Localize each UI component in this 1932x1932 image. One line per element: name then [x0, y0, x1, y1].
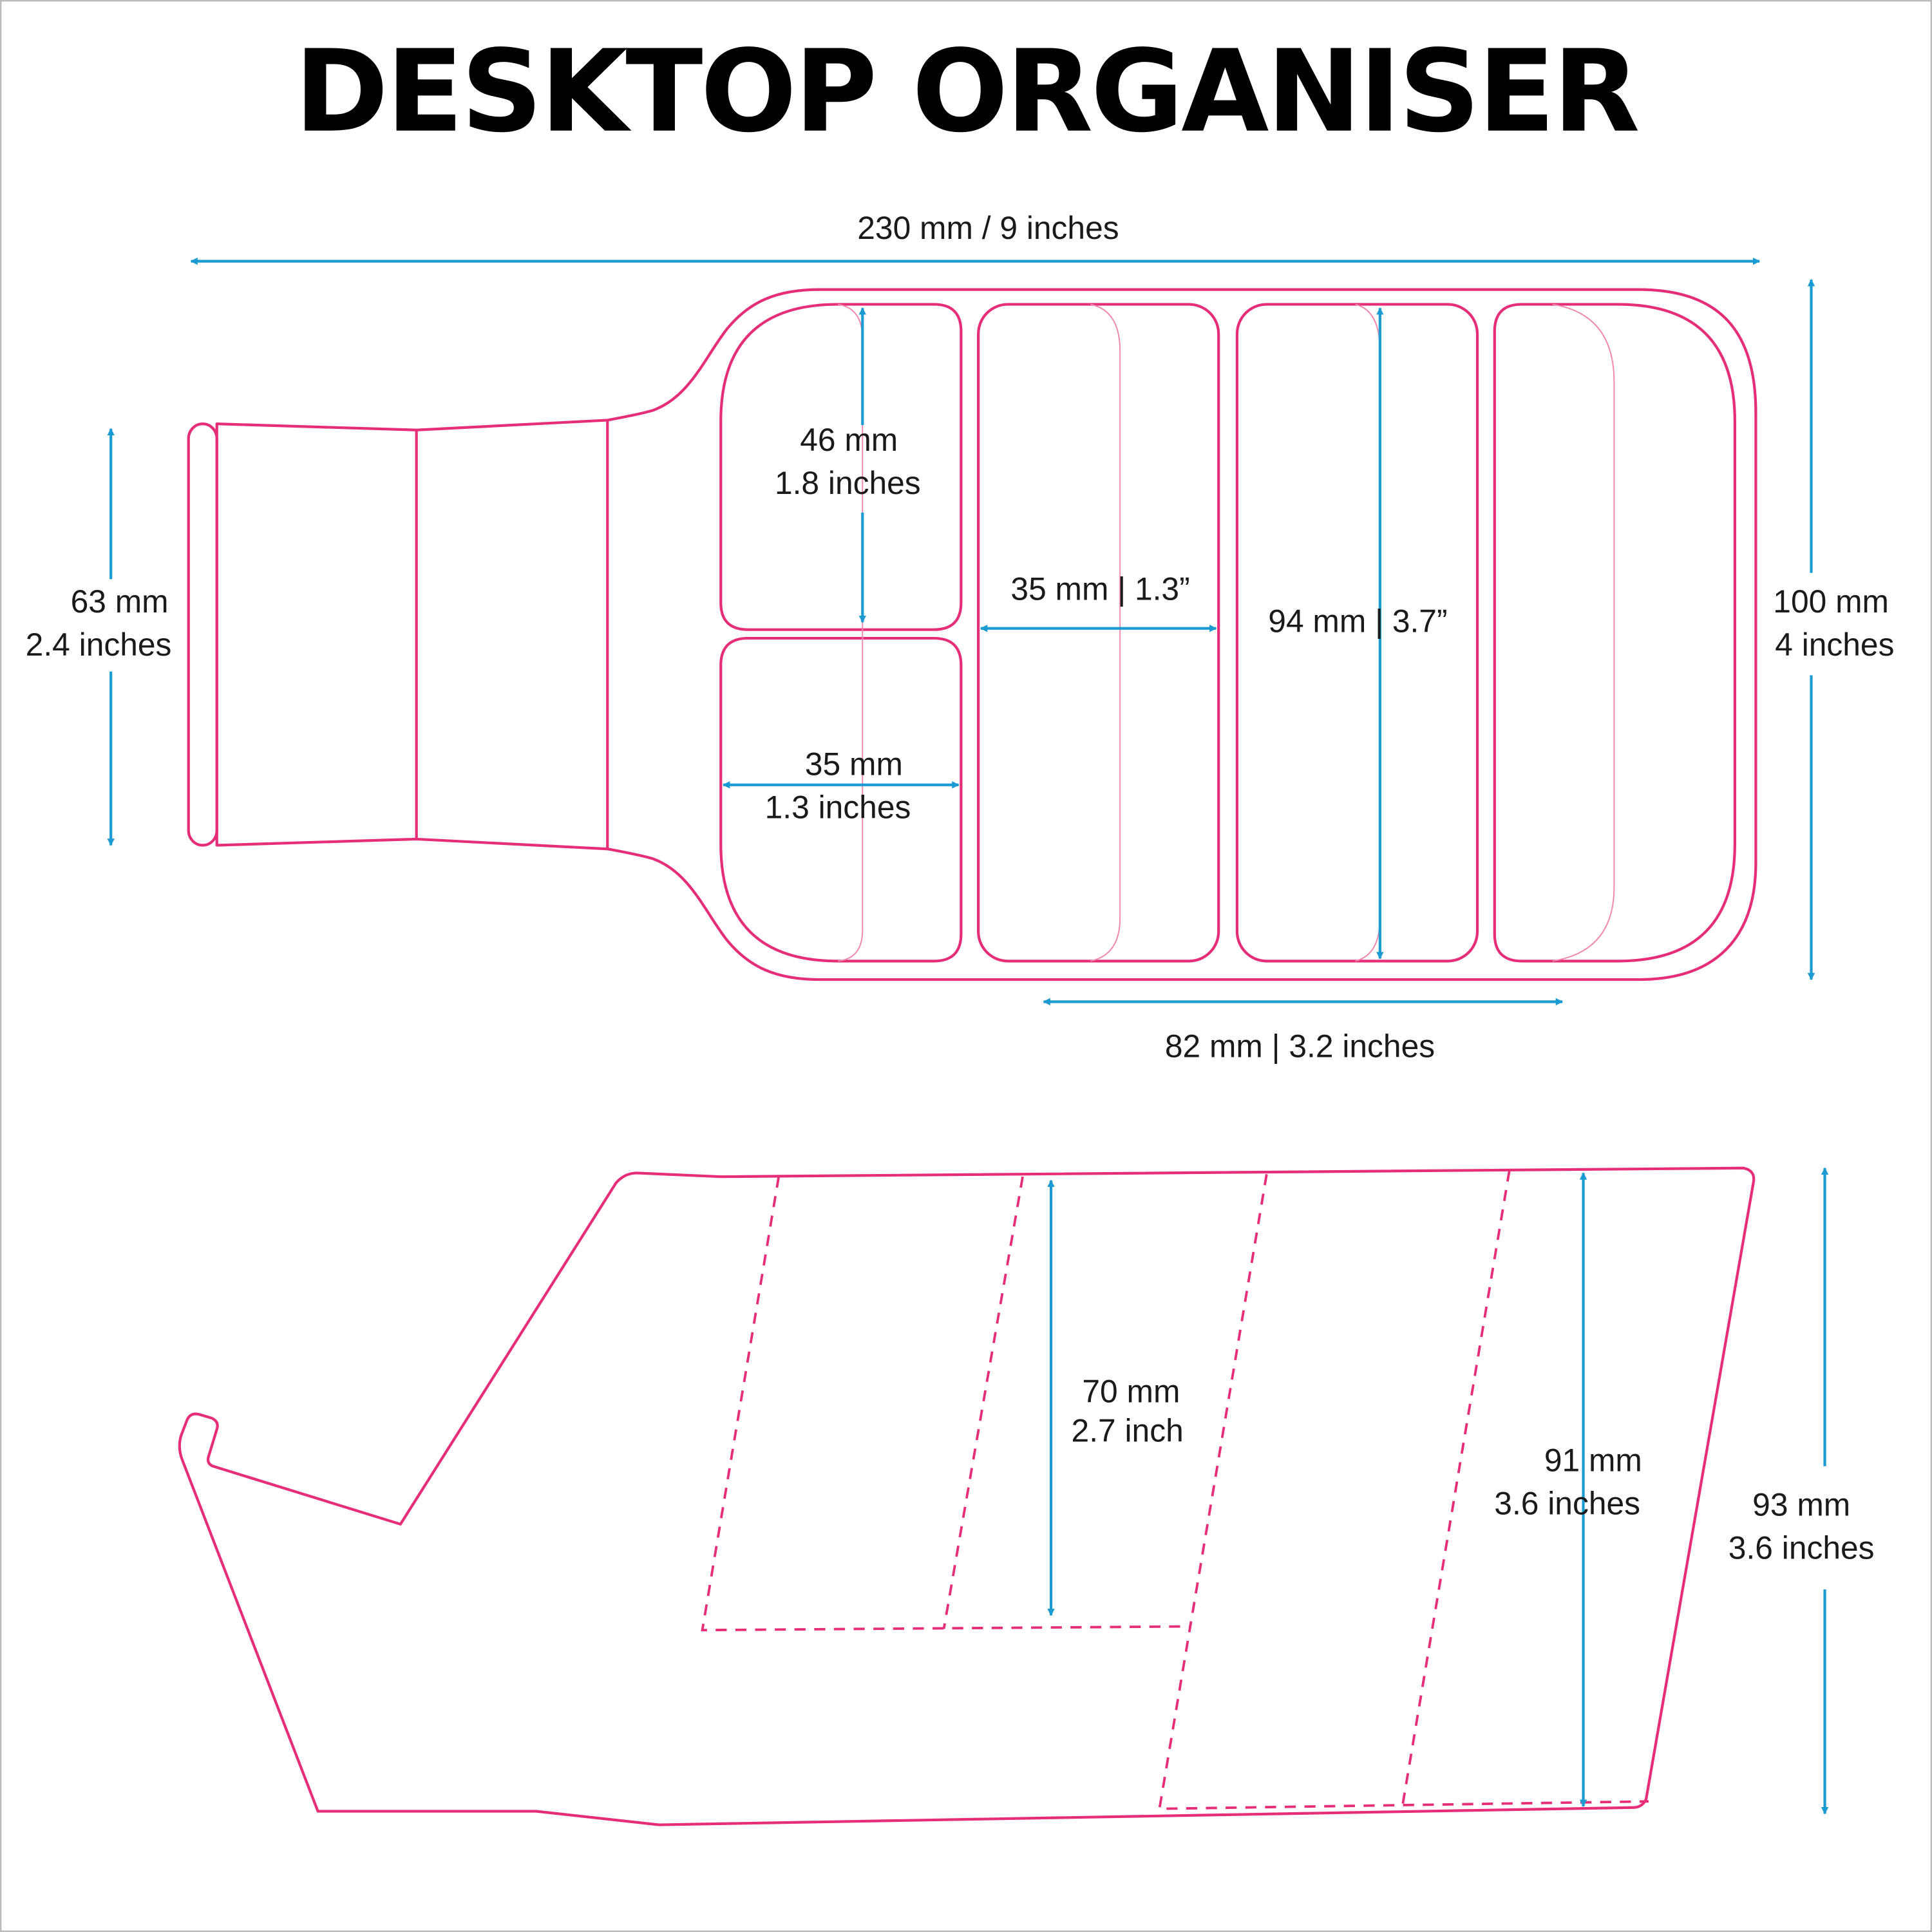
small-compartment-width-mm: 35 mm	[805, 746, 903, 782]
hidden-line	[701, 1176, 1189, 1632]
side-outline	[178, 1166, 1756, 1826]
small-compartment-width-in: 1.3 inches	[765, 789, 911, 825]
overall-height-in: 3.6 inches	[1728, 1530, 1875, 1566]
top-view	[187, 288, 1757, 981]
compartment-width-label: 35 mm | 1.3”	[1010, 571, 1189, 607]
compartment-4	[1493, 303, 1736, 963]
long-compartment-length-label: 94 mm | 3.7”	[1268, 603, 1447, 639]
front-height-in: 2.7 inch	[1072, 1413, 1184, 1449]
diagram-title: DESKTOP ORGANISER	[294, 26, 1638, 158]
handle-height-mm: 63 mm	[71, 583, 169, 620]
inner-height-mm: 91 mm	[1544, 1442, 1642, 1478]
handle-height-in: 2.4 inches	[26, 627, 172, 663]
overall-depth-mm: 100 mm	[1773, 583, 1889, 620]
slope-line	[1090, 303, 1121, 962]
inner-height-in: 3.6 inches	[1494, 1485, 1640, 1521]
three-compartments-width-label: 82 mm | 3.2 inches	[1165, 1028, 1435, 1065]
tray-outline	[215, 288, 1757, 981]
side-view	[178, 1166, 1756, 1826]
slope-line	[837, 303, 864, 962]
hidden-line	[942, 1176, 1024, 1629]
hidden-line	[1158, 1174, 1649, 1810]
small-compartment-height-mm: 46 mm	[800, 422, 898, 458]
compartment-top-left	[719, 303, 963, 631]
front-height-mm: 70 mm	[1082, 1373, 1180, 1409]
overall-depth-in: 4 inches	[1775, 627, 1894, 663]
overall-height-mm: 93 mm	[1752, 1486, 1850, 1522]
dimension-lines	[107, 257, 1829, 1815]
overall-width-label: 230 mm / 9 inches	[857, 210, 1119, 246]
compartment-bottom-left	[719, 636, 963, 963]
handle-end	[187, 422, 218, 847]
slope-line	[1552, 303, 1615, 962]
small-compartment-height-in: 1.8 inches	[775, 465, 921, 501]
compartment-2	[977, 303, 1220, 963]
hidden-line	[1401, 1170, 1511, 1808]
